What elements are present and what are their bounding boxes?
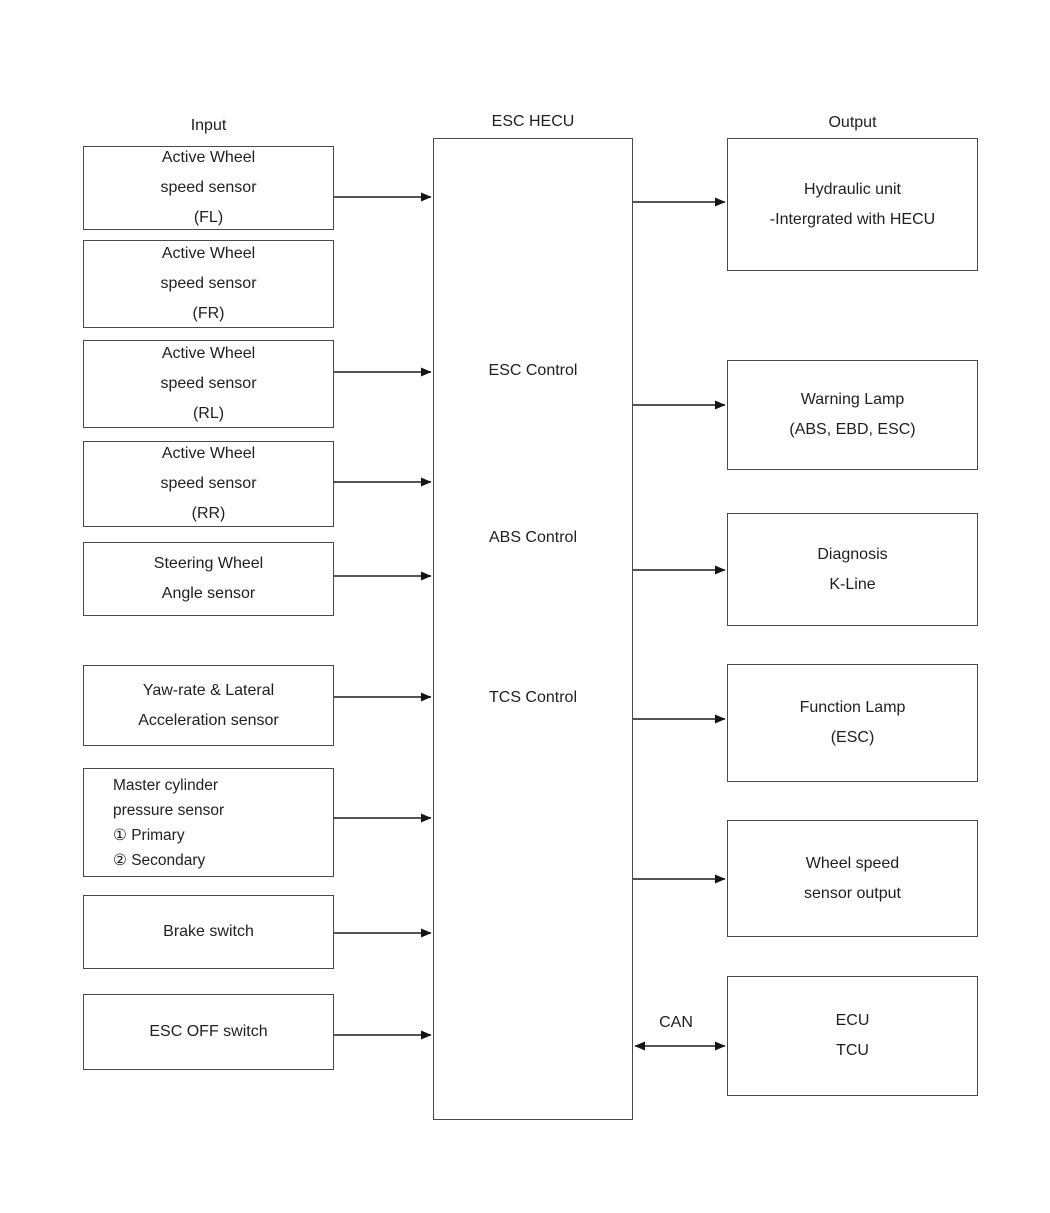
- box-label-line: Active Wheel: [161, 445, 256, 462]
- output-box-ecu-tcu: ECU TCU: [727, 976, 978, 1096]
- input-box-master-cylinder-pressure: Master cylinder pressure sensor ① Primar…: [83, 768, 334, 877]
- input-column-title: Input: [190, 117, 227, 134]
- box-label-line: speed sensor: [160, 179, 257, 196]
- box-label-line: sensor output: [804, 884, 901, 902]
- esc-hecu-title: ESC HECU: [491, 113, 575, 130]
- box-label-line: Active Wheel: [161, 149, 256, 166]
- hecu-function-esc-control: ESC Control: [488, 362, 578, 379]
- input-box-steering-angle-sensor: Steering Wheel Angle sensor: [83, 542, 334, 616]
- box-label-line: Acceleration sensor: [138, 711, 279, 729]
- box-label-line: pressure sensor: [113, 801, 225, 819]
- input-box-esc-off-switch: ESC OFF switch: [83, 994, 334, 1070]
- input-box-wheel-speed-fl: Active Wheel speed sensor (FL): [83, 146, 334, 230]
- box-label-line: Warning Lamp: [800, 391, 905, 408]
- output-box-diagnosis-k-line: Diagnosis K-Line: [727, 513, 978, 626]
- box-label-line: Angle sensor: [161, 585, 256, 602]
- box-label-line: speed sensor: [160, 275, 257, 292]
- box-label-line: (FL): [193, 209, 224, 226]
- box-label-line: (FR): [192, 305, 225, 322]
- output-box-function-lamp: Function Lamp (ESC): [727, 664, 978, 782]
- box-label-line: Function Lamp: [799, 699, 906, 716]
- box-label-line: ① Primary: [113, 826, 185, 844]
- box-label-line: Diagnosis: [817, 545, 888, 563]
- box-label-line: Active Wheel: [161, 345, 256, 362]
- box-label-line: (ABS, EBD, ESC): [789, 421, 916, 438]
- box-label-line: (RL): [192, 405, 225, 422]
- box-label-line: (RR): [191, 505, 226, 522]
- input-box-yaw-rate-sensor: Yaw-rate & Lateral Acceleration sensor: [83, 665, 334, 746]
- output-box-warning-lamp: Warning Lamp (ABS, EBD, ESC): [727, 360, 978, 470]
- esc-hecu-box: ESC Control ABS Control TCS Control: [433, 138, 633, 1120]
- box-label-line: Hydraulic unit: [804, 180, 901, 198]
- box-label-line: ECU: [835, 1012, 870, 1029]
- box-label-line: Master cylinder: [113, 776, 219, 794]
- box-label-line: Yaw-rate & Lateral: [142, 681, 275, 699]
- box-label-line: Brake switch: [163, 923, 254, 940]
- box-label-line: -Intergrated with HECU: [769, 210, 936, 228]
- output-column-title: Output: [828, 114, 877, 131]
- box-label-line: Wheel speed: [805, 854, 900, 872]
- input-box-wheel-speed-rl: Active Wheel speed sensor (RL): [83, 340, 334, 428]
- box-label-line: ② Secondary: [113, 851, 206, 869]
- input-box-wheel-speed-fr: Active Wheel speed sensor (FR): [83, 240, 334, 328]
- box-label-line: speed sensor: [160, 475, 257, 492]
- output-box-wheel-speed-sensor-output: Wheel speed sensor output: [727, 820, 978, 937]
- box-label-line: Steering Wheel: [153, 555, 264, 572]
- hecu-function-abs-control: ABS Control: [488, 529, 578, 546]
- hecu-function-tcs-control: TCS Control: [488, 689, 578, 706]
- box-label-line: TCU: [836, 1042, 869, 1059]
- can-bus-label: CAN: [659, 1014, 693, 1031]
- output-box-hydraulic-unit: Hydraulic unit -Intergrated with HECU: [727, 138, 978, 271]
- box-label-line: Active Wheel: [161, 245, 256, 262]
- box-label-line: ESC OFF switch: [149, 1023, 268, 1040]
- input-box-wheel-speed-rr: Active Wheel speed sensor (RR): [83, 441, 334, 527]
- input-box-brake-switch: Brake switch: [83, 895, 334, 969]
- box-label-line: K-Line: [829, 575, 876, 593]
- box-label-line: speed sensor: [160, 375, 257, 392]
- box-label-line: (ESC): [830, 729, 875, 746]
